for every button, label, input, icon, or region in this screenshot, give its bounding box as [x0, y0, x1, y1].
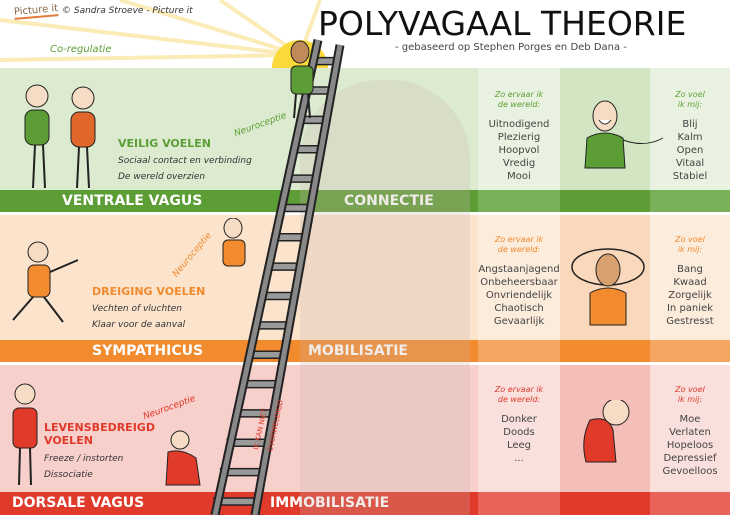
body-silhouette — [300, 80, 470, 515]
stressed-person-illustration — [568, 235, 648, 339]
state-title: VEILIG VOELEN — [118, 137, 211, 150]
subtitle: - gebaseerd op Stephen Porges en Deb Dan… — [395, 42, 627, 53]
two-people-illustration — [15, 78, 105, 202]
climbing-orange-person-illustration — [215, 217, 255, 282]
collapsed-person-illustration — [5, 380, 45, 494]
state-title: LEVENSBEDREIGD VOELEN — [44, 421, 155, 447]
co-regulation-label: Co-regulatie — [50, 44, 112, 55]
page-title: POLYVAGAAL THEORIE — [318, 4, 687, 43]
running-person-illustration — [8, 240, 88, 334]
sitting-person-illustration — [160, 430, 210, 494]
slumped-person-illustration — [578, 398, 638, 474]
copyright: © Sandra Stroeve - Picture it — [62, 6, 193, 16]
state-title: DREIGING VOELEN — [92, 285, 206, 298]
happy-person-illustration — [575, 98, 665, 182]
climbing-person-illustration — [288, 40, 338, 124]
band-ventral: VEILIG VOELEN Sociaal contact en verbind… — [0, 68, 730, 212]
band-dorsal: LEVENSBEDREIGD VOELEN Freeze / instorten… — [0, 365, 730, 515]
